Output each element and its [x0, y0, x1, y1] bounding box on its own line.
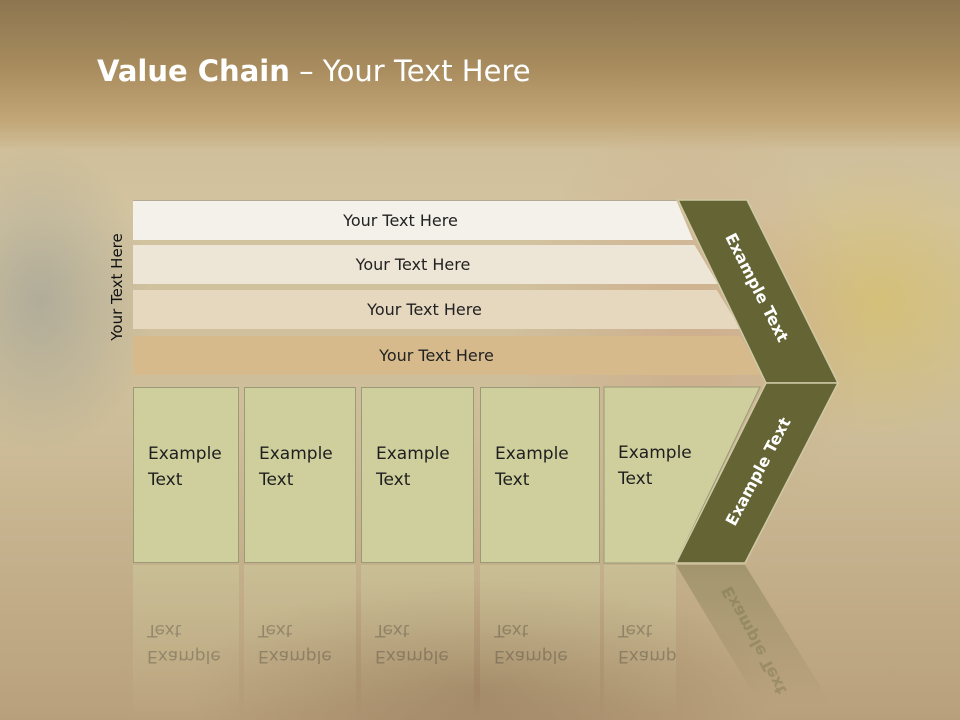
value-row-2: Your Text Here	[133, 245, 718, 284]
reflection-1-line2: Text	[147, 620, 182, 640]
activity-box-3-line2: Text	[376, 470, 411, 490]
activity-box-2-line2: Text	[259, 470, 294, 490]
header-band	[0, 0, 960, 150]
activity-box-2-line1: Example	[259, 444, 333, 464]
title-rest: – Your Text Here	[289, 54, 531, 88]
title-strong: Value Chain	[97, 54, 290, 88]
reflection-4-line2: Text	[494, 620, 529, 640]
reflection-4-line1: Example	[494, 646, 568, 666]
reflection-5-line2: Text	[618, 620, 653, 640]
side-label: Your Text Here	[108, 233, 126, 341]
activity-box-5-reflection: Example Text	[604, 565, 676, 720]
value-row-3-label: Your Text Here	[367, 300, 482, 319]
value-row-2-label: Your Text Here	[355, 255, 471, 274]
activity-box-5-line2: Text	[618, 469, 653, 489]
reflection-3-line2: Text	[375, 620, 410, 640]
reflection-5-line1: Example	[618, 646, 676, 666]
reflection-1-line1: Example	[147, 646, 221, 666]
activity-box-1-line1: Example	[148, 444, 222, 464]
activity-box-4-reflection: Example Text	[480, 565, 600, 720]
chevron-lower-label-reflection: Example Text	[718, 583, 791, 698]
reflection-3-line1: Example	[375, 646, 449, 666]
activity-box-1-line2: Text	[148, 470, 183, 490]
value-row-4-label: Your Text Here	[379, 346, 494, 365]
activity-box-5-line1: Example	[618, 443, 692, 463]
activity-box-3-reflection: Example Text	[361, 565, 474, 720]
chevron-lower-label: Example Text	[722, 414, 795, 529]
chevron-reflection	[676, 565, 832, 705]
activity-box-2-reflection: Example Text	[244, 565, 356, 720]
activity-box-1-reflection: Example Text	[133, 565, 239, 720]
activity-box-3-line1: Example	[376, 444, 450, 464]
reflection-2-line2: Text	[258, 620, 293, 640]
page-title: Value Chain – Your Text Here	[97, 54, 531, 88]
value-row-3: Your Text Here	[133, 290, 741, 329]
value-row-1-label: Your Text Here	[343, 211, 458, 230]
value-row-4: Your Text Here	[133, 336, 765, 375]
activity-box-4-line2: Text	[495, 470, 530, 490]
reflection-2-line1: Example	[258, 646, 332, 666]
activity-box-4-line1: Example	[495, 444, 569, 464]
value-row-1: Your Text Here	[133, 200, 693, 240]
